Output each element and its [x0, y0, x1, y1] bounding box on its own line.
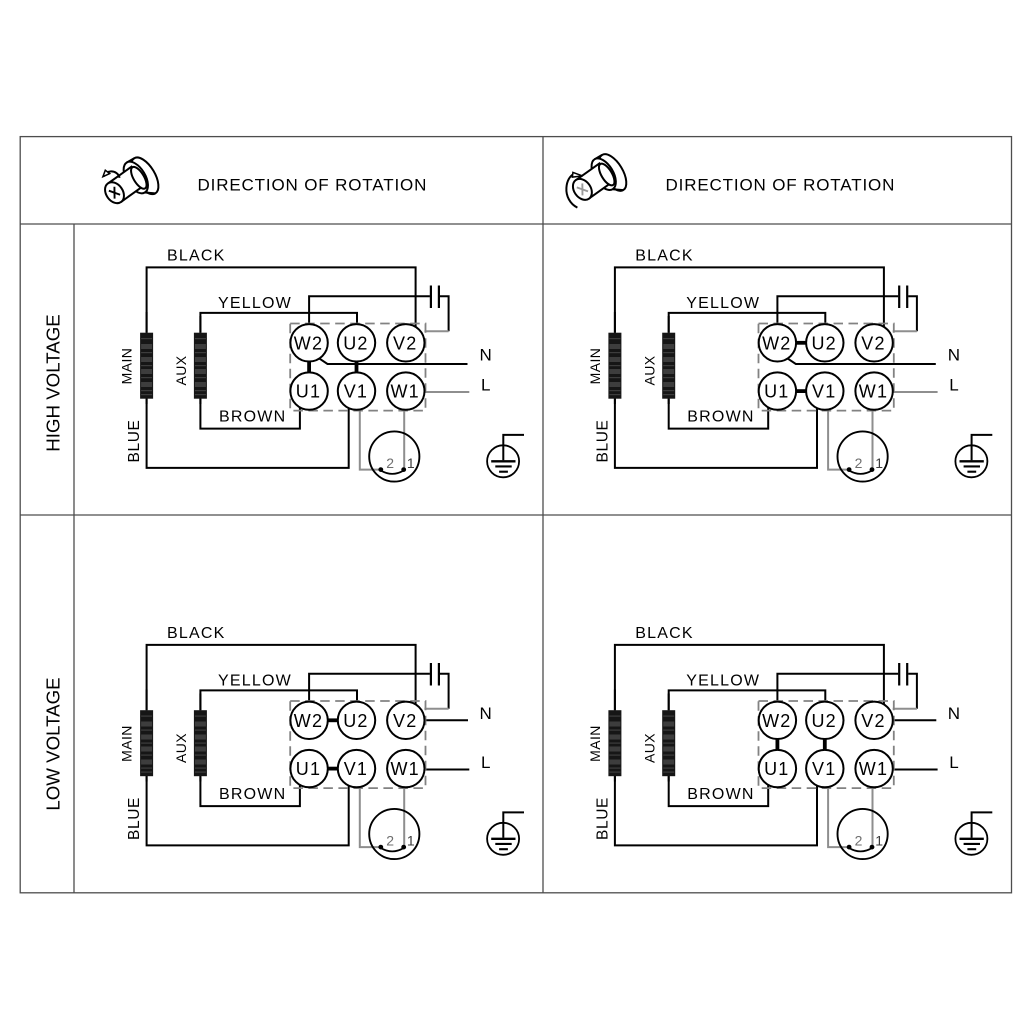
svg-text:2: 2 [855, 833, 863, 849]
svg-text:YELLOW: YELLOW [218, 673, 292, 690]
svg-text:BROWN: BROWN [687, 786, 754, 803]
svg-text:BLACK: BLACK [167, 625, 225, 642]
svg-text:DIRECTION OF ROTATION: DIRECTION OF ROTATION [198, 175, 428, 194]
svg-text:BLUE: BLUE [594, 420, 611, 463]
svg-text:W1: W1 [390, 759, 419, 779]
svg-text:BLUE: BLUE [594, 797, 611, 840]
svg-text:AUX: AUX [641, 355, 657, 385]
svg-text:BLACK: BLACK [167, 248, 225, 265]
svg-text:V2: V2 [861, 711, 885, 731]
svg-text:W1: W1 [390, 382, 419, 402]
svg-text:L: L [481, 375, 490, 394]
svg-text:1: 1 [407, 455, 415, 471]
svg-text:DIRECTION OF ROTATION: DIRECTION OF ROTATION [666, 175, 896, 194]
svg-text:BROWN: BROWN [219, 786, 286, 803]
svg-text:V2: V2 [861, 333, 885, 353]
svg-text:1: 1 [875, 455, 883, 471]
svg-text:MAIN: MAIN [119, 725, 135, 762]
svg-text:YELLOW: YELLOW [686, 295, 760, 312]
svg-text:2: 2 [386, 833, 394, 849]
svg-text:W2: W2 [762, 711, 791, 731]
svg-text:W1: W1 [859, 759, 888, 779]
svg-text:BLACK: BLACK [635, 248, 693, 265]
svg-text:U1: U1 [296, 759, 321, 779]
svg-text:N: N [948, 704, 960, 723]
svg-text:2: 2 [855, 455, 863, 471]
svg-text:N: N [480, 346, 492, 365]
svg-text:V2: V2 [393, 333, 417, 353]
svg-text:AUX: AUX [173, 355, 189, 385]
svg-text:MAIN: MAIN [587, 725, 603, 762]
svg-text:1: 1 [875, 833, 883, 849]
svg-text:N: N [948, 346, 960, 365]
svg-text:AUX: AUX [173, 733, 189, 763]
svg-text:MAIN: MAIN [587, 348, 603, 385]
svg-text:BLUE: BLUE [126, 420, 143, 463]
svg-text:V1: V1 [344, 759, 368, 779]
svg-text:W2: W2 [294, 333, 323, 353]
svg-text:U2: U2 [343, 333, 368, 353]
svg-text:V2: V2 [393, 711, 417, 731]
svg-text:L: L [949, 375, 958, 394]
svg-text:W1: W1 [859, 382, 888, 402]
svg-text:U1: U1 [764, 382, 789, 402]
svg-text:V1: V1 [344, 382, 368, 402]
svg-text:V1: V1 [812, 382, 836, 402]
svg-text:U1: U1 [764, 759, 789, 779]
svg-text:HIGH VOLTAGE: HIGH VOLTAGE [43, 314, 64, 451]
svg-text:U2: U2 [811, 333, 836, 353]
svg-text:U2: U2 [811, 711, 836, 731]
svg-text:YELLOW: YELLOW [686, 673, 760, 690]
svg-text:U2: U2 [343, 711, 368, 731]
svg-text:L: L [949, 753, 958, 772]
svg-text:LOW VOLTAGE: LOW VOLTAGE [43, 677, 64, 810]
svg-text:W2: W2 [762, 333, 791, 353]
svg-text:U1: U1 [296, 382, 321, 402]
svg-text:N: N [480, 704, 492, 723]
svg-text:W2: W2 [294, 711, 323, 731]
svg-text:V1: V1 [812, 759, 836, 779]
svg-text:YELLOW: YELLOW [218, 295, 292, 312]
svg-text:1: 1 [407, 833, 415, 849]
svg-text:AUX: AUX [641, 733, 657, 763]
svg-text:MAIN: MAIN [119, 348, 135, 385]
svg-text:2: 2 [386, 455, 394, 471]
svg-text:BLACK: BLACK [635, 625, 693, 642]
svg-text:BROWN: BROWN [219, 408, 286, 425]
svg-text:BROWN: BROWN [687, 408, 754, 425]
svg-text:BLUE: BLUE [126, 797, 143, 840]
svg-text:L: L [481, 753, 490, 772]
